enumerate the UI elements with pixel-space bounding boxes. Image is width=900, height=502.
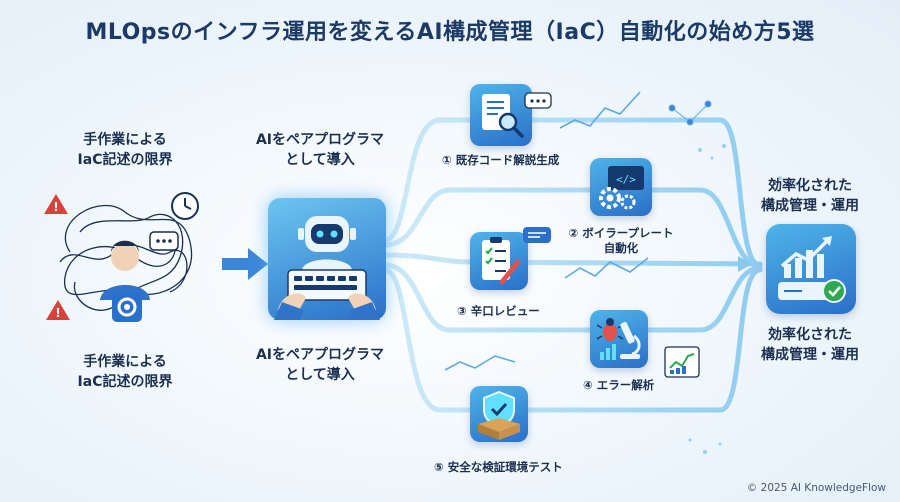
right-caption-bottom-line2: 構成管理・運用	[761, 347, 859, 363]
step1-chat-bubble-icon	[524, 92, 552, 109]
step2-label-line2: 自動化	[603, 241, 639, 255]
center-caption-bottom: AIをペアプログラマ として導入	[245, 345, 395, 385]
shield-sandbox-icon	[478, 390, 520, 440]
right-caption-top-line1: 効率化された	[768, 178, 852, 194]
right-caption-bottom: 効率化された 構成管理・運用	[735, 325, 885, 365]
center-caption-bottom-line1: AIをペアプログラマ	[255, 347, 385, 363]
copyright-text: © 2025 AI KnowledgeFlow	[746, 482, 886, 494]
step3-label: ③ 辛口レビュー	[457, 304, 540, 318]
warning-icon: !	[44, 194, 68, 214]
center-caption-top-line2: として導入	[285, 152, 355, 168]
gear-card-icon	[112, 292, 142, 322]
left-caption-bottom-line2: IaC記述の限界	[77, 374, 173, 390]
step2-card: </>	[590, 158, 652, 216]
tangled-manual-illustration: ! !	[44, 192, 199, 322]
ai-robot-card	[268, 198, 386, 320]
left-caption-top-line1: 手作業による	[83, 132, 167, 148]
step3-chat-bubble-icon	[523, 227, 551, 243]
left-caption-bottom-line1: 手作業による	[83, 354, 167, 370]
warning-icon-2: !	[46, 300, 70, 320]
person-head-icon	[111, 243, 139, 271]
growth-server-icon	[778, 236, 846, 303]
step3-card	[470, 232, 528, 290]
step4-card	[590, 310, 648, 368]
right-caption-top: 効率化された 構成管理・運用	[735, 176, 885, 216]
chat-bubble-icon	[149, 231, 179, 251]
left-caption-top-line2: IaC記述の限界	[77, 152, 173, 168]
center-caption-top-line1: AIをペアプログラマ	[255, 132, 385, 148]
document-search-icon	[482, 94, 524, 138]
svg-text:!: !	[53, 200, 58, 214]
step2-label-line1: ② ボイラープレート	[568, 226, 674, 240]
step2-label: ② ボイラープレート 自動化	[566, 226, 676, 256]
right-caption-bottom-line1: 効率化された	[768, 327, 852, 343]
checklist-pencil-icon	[482, 237, 521, 285]
center-caption-bottom-line2: として導入	[285, 367, 355, 383]
right-caption-top-line2: 構成管理・運用	[761, 198, 859, 214]
step5-card	[470, 386, 528, 442]
svg-text:!: !	[55, 306, 60, 320]
result-card	[766, 224, 856, 314]
robot-laptop-icon	[274, 216, 380, 320]
step1-label: ① 既存コード解説生成	[442, 153, 560, 167]
left-caption-bottom: 手作業による IaC記述の限界	[50, 352, 200, 392]
svg-text:</>: </>	[616, 173, 636, 186]
step1-card	[470, 84, 532, 146]
step4-label: ④ エラー解析	[583, 378, 655, 392]
clock-icon	[171, 192, 199, 220]
left-caption-top: 手作業による IaC記述の限界	[50, 130, 200, 170]
step5-label: ⑤ 安全な検証環境テスト	[434, 460, 563, 474]
page-title: MLOpsのインフラ運用を変えるAI構成管理（IaC）自動化の始め方5選	[85, 20, 815, 45]
bug-microscope-icon	[596, 318, 641, 360]
center-caption-top: AIをペアプログラマ として導入	[245, 130, 395, 170]
code-gear-icon: </>	[599, 166, 644, 210]
step4-chart-icon	[664, 346, 700, 378]
